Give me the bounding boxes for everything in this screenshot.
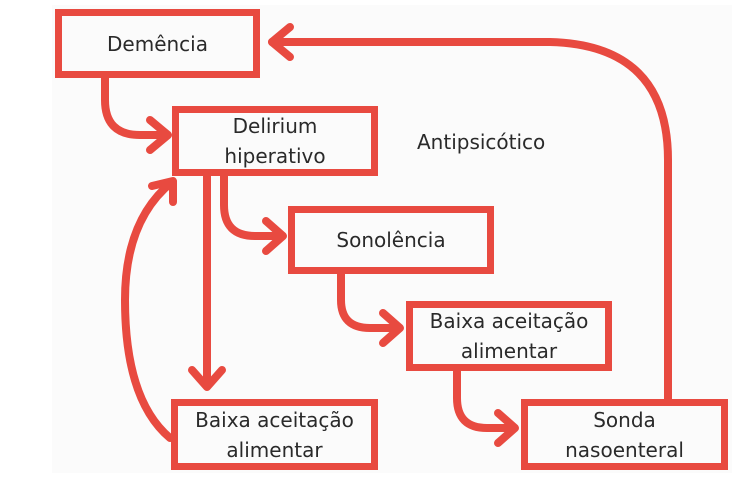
node-tube-line1: Sonda	[593, 407, 656, 432]
node-low-intake-left-line2: alimentar	[226, 437, 323, 462]
node-dementia-label: Demência	[107, 31, 208, 56]
arrow-tube-to-dementia	[268, 23, 672, 403]
arrow-dementia-to-delirium	[101, 74, 172, 154]
arrow-somnolence-to-low-intake-mid	[337, 270, 404, 347]
arrow-low-intake-left-to-delirium	[121, 177, 177, 442]
arrow-delirium-to-low-intake-left	[188, 172, 226, 391]
node-delirium: Delirium hiperativo	[172, 106, 378, 176]
node-low-intake-mid: Baixa aceitação alimentar	[406, 301, 612, 371]
node-low-intake-left: Baixa aceitação alimentar	[171, 399, 378, 470]
node-low-intake-mid-line1: Baixa aceitação	[429, 309, 589, 333]
node-dementia: Demência	[55, 9, 260, 78]
node-tube-line2: nasoenteral	[565, 437, 684, 462]
node-delirium-line1: Delirium	[232, 114, 318, 138]
annotation-antipsychotic: Antipsicótico	[417, 130, 546, 154]
node-somnolence-label: Sonolência	[336, 228, 446, 252]
arrow-delirium-to-somnolence	[220, 172, 287, 255]
node-tube: Sonda nasoenteral	[521, 399, 728, 470]
node-somnolence: Sonolência	[288, 206, 494, 274]
node-delirium-line2: hiperativo	[224, 144, 326, 168]
node-low-intake-mid-line2: alimentar	[460, 339, 558, 363]
node-low-intake-left-line1: Baixa aceitação	[195, 407, 354, 432]
arrow-low-intake-mid-to-tube	[453, 367, 519, 447]
